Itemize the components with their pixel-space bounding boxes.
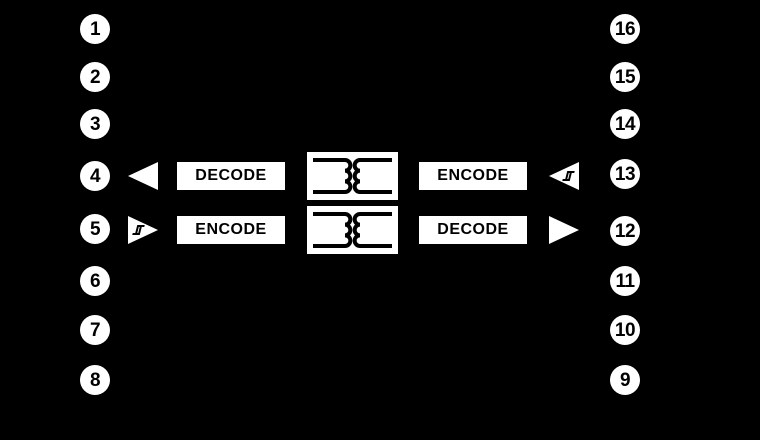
pin-2: 2 — [80, 62, 110, 92]
pin-4: 4 — [80, 161, 110, 191]
isolation-transformer-icon — [307, 206, 398, 254]
pin-5: 5 — [80, 214, 110, 244]
pin-number: 5 — [89, 218, 101, 240]
pin-13: 13 — [610, 159, 640, 189]
pin-number: 15 — [614, 66, 636, 88]
schmitt-trigger-buffer-left-icon — [549, 162, 579, 190]
pin-number: 2 — [89, 66, 101, 88]
buffer-triangle-right-icon — [549, 216, 579, 244]
pin-number: 3 — [89, 113, 101, 135]
isolation-transformer-icon — [307, 152, 398, 200]
channel-a-decode-block: DECODE — [177, 162, 285, 190]
pin-9: 9 — [610, 365, 640, 395]
pin-number: 8 — [89, 369, 101, 391]
decode-label: DECODE — [195, 167, 267, 184]
pin-11: 11 — [610, 266, 640, 296]
pin-16: 16 — [610, 14, 640, 44]
schmitt-trigger-buffer-right-icon — [128, 216, 158, 244]
pin-1: 1 — [80, 14, 110, 44]
pin-number: 7 — [89, 319, 101, 341]
pin-number: 4 — [89, 165, 101, 187]
pin-number: 12 — [614, 220, 636, 242]
pin-7: 7 — [80, 315, 110, 345]
channel-a-encode-block: ENCODE — [419, 162, 527, 190]
pin-14: 14 — [610, 109, 640, 139]
encode-label: ENCODE — [437, 167, 509, 184]
hysteresis-glyph — [562, 171, 575, 181]
pin-number: 1 — [89, 18, 101, 40]
hysteresis-glyph — [132, 225, 145, 235]
pin-number: 16 — [614, 18, 636, 40]
buffer-triangle-left-icon — [128, 162, 158, 190]
pin-number: 14 — [614, 113, 636, 135]
decode-label: DECODE — [437, 221, 509, 238]
pin-12: 12 — [610, 216, 640, 246]
pin-15: 15 — [610, 62, 640, 92]
encode-label: ENCODE — [195, 221, 267, 238]
pin-number: 13 — [614, 163, 636, 185]
channel-b-encode-block: ENCODE — [177, 216, 285, 244]
pin-8: 8 — [80, 365, 110, 395]
pin-number: 9 — [619, 369, 631, 391]
pin-number: 6 — [89, 270, 101, 292]
pin-10: 10 — [610, 315, 640, 345]
pin-3: 3 — [80, 109, 110, 139]
channel-b-decode-block: DECODE — [419, 216, 527, 244]
pin-6: 6 — [80, 266, 110, 296]
pin-number: 11 — [615, 270, 635, 292]
pin-number: 10 — [614, 319, 636, 341]
